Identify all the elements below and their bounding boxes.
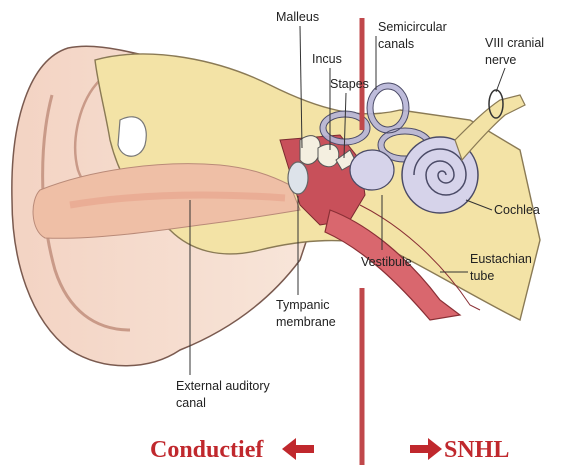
caption-snhl: SNHL <box>444 437 509 463</box>
tympanic-membrane <box>288 162 308 194</box>
arrow-left-icon <box>282 438 314 460</box>
label-tube: tube <box>470 269 494 283</box>
label-tympanic: Tympanic <box>276 298 330 312</box>
label-external-auditory: External auditory <box>176 379 271 393</box>
caption-conductief: Conductief <box>150 437 264 463</box>
label-incus: Incus <box>312 52 342 66</box>
label-eustachian: Eustachian <box>470 252 532 266</box>
label-semicircular: Semicircular <box>378 20 447 34</box>
vestibule <box>350 150 394 190</box>
label-viii-cranial: VIII cranial <box>485 36 544 50</box>
label-canals: canals <box>378 37 414 51</box>
label-stapes: Stapes <box>330 77 369 91</box>
incus <box>318 144 339 167</box>
label-canal: canal <box>176 396 206 410</box>
cartilage-cavity <box>118 117 146 156</box>
label-vestibule: Vestibule <box>361 255 412 269</box>
label-nerve: nerve <box>485 53 516 67</box>
label-membrane: membrane <box>276 315 336 329</box>
label-malleus: Malleus <box>276 10 319 24</box>
arrow-right-icon <box>410 438 442 460</box>
label-cochlea: Cochlea <box>494 203 540 217</box>
